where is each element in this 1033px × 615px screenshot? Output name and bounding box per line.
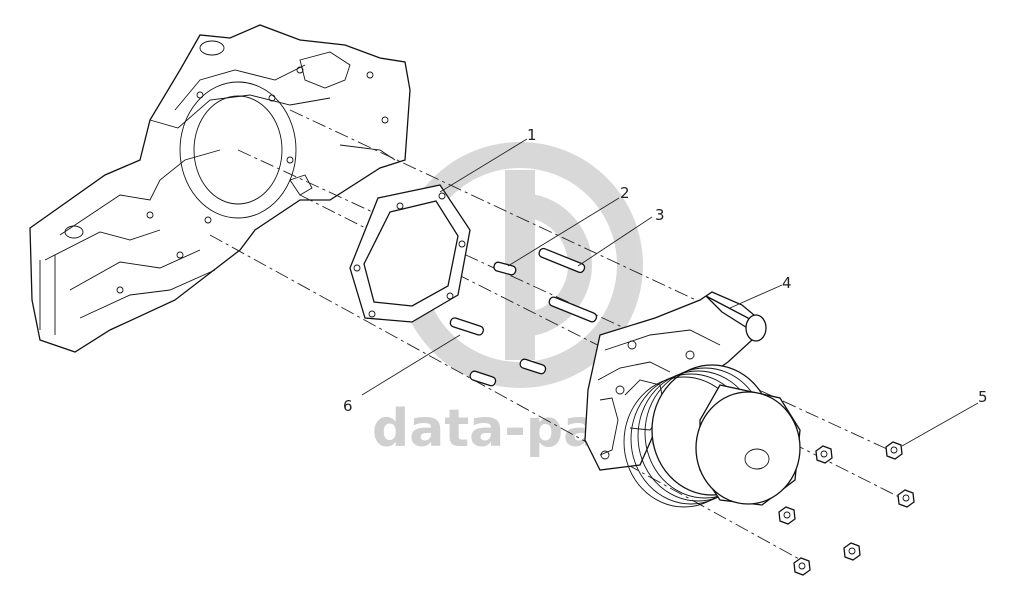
leader-2 [507, 197, 620, 267]
studs [449, 247, 598, 387]
nut-4 [778, 506, 796, 525]
stud-long-middle [548, 296, 598, 323]
leader-4 [729, 284, 783, 309]
water-pump [584, 291, 801, 508]
leader-3 [577, 216, 653, 267]
stud-short-middle [519, 358, 547, 375]
callout-3: 3 [655, 206, 665, 224]
leader-6 [361, 334, 461, 396]
stud-medium-left [449, 317, 485, 336]
nut-6 [793, 557, 811, 576]
gasket [349, 184, 471, 323]
leader-1 [439, 138, 528, 193]
nut-2 [815, 445, 833, 464]
callout-leaders [361, 138, 979, 447]
callout-labels: 1 2 3 4 5 6 [343, 126, 988, 415]
stud-long-upper [538, 247, 586, 274]
stud-short-lower [469, 370, 497, 387]
callout-6: 6 [343, 397, 353, 415]
nut-3 [897, 489, 915, 508]
callout-2: 2 [620, 184, 630, 202]
callout-4: 4 [782, 274, 792, 292]
leader-5 [901, 402, 979, 447]
callout-1: 1 [527, 126, 537, 144]
engine-housing [29, 24, 411, 353]
nuts [778, 441, 915, 576]
nut-5 [843, 542, 861, 561]
nut-1 [885, 441, 903, 460]
stud-short-upper [493, 261, 517, 276]
callout-5: 5 [978, 388, 988, 406]
